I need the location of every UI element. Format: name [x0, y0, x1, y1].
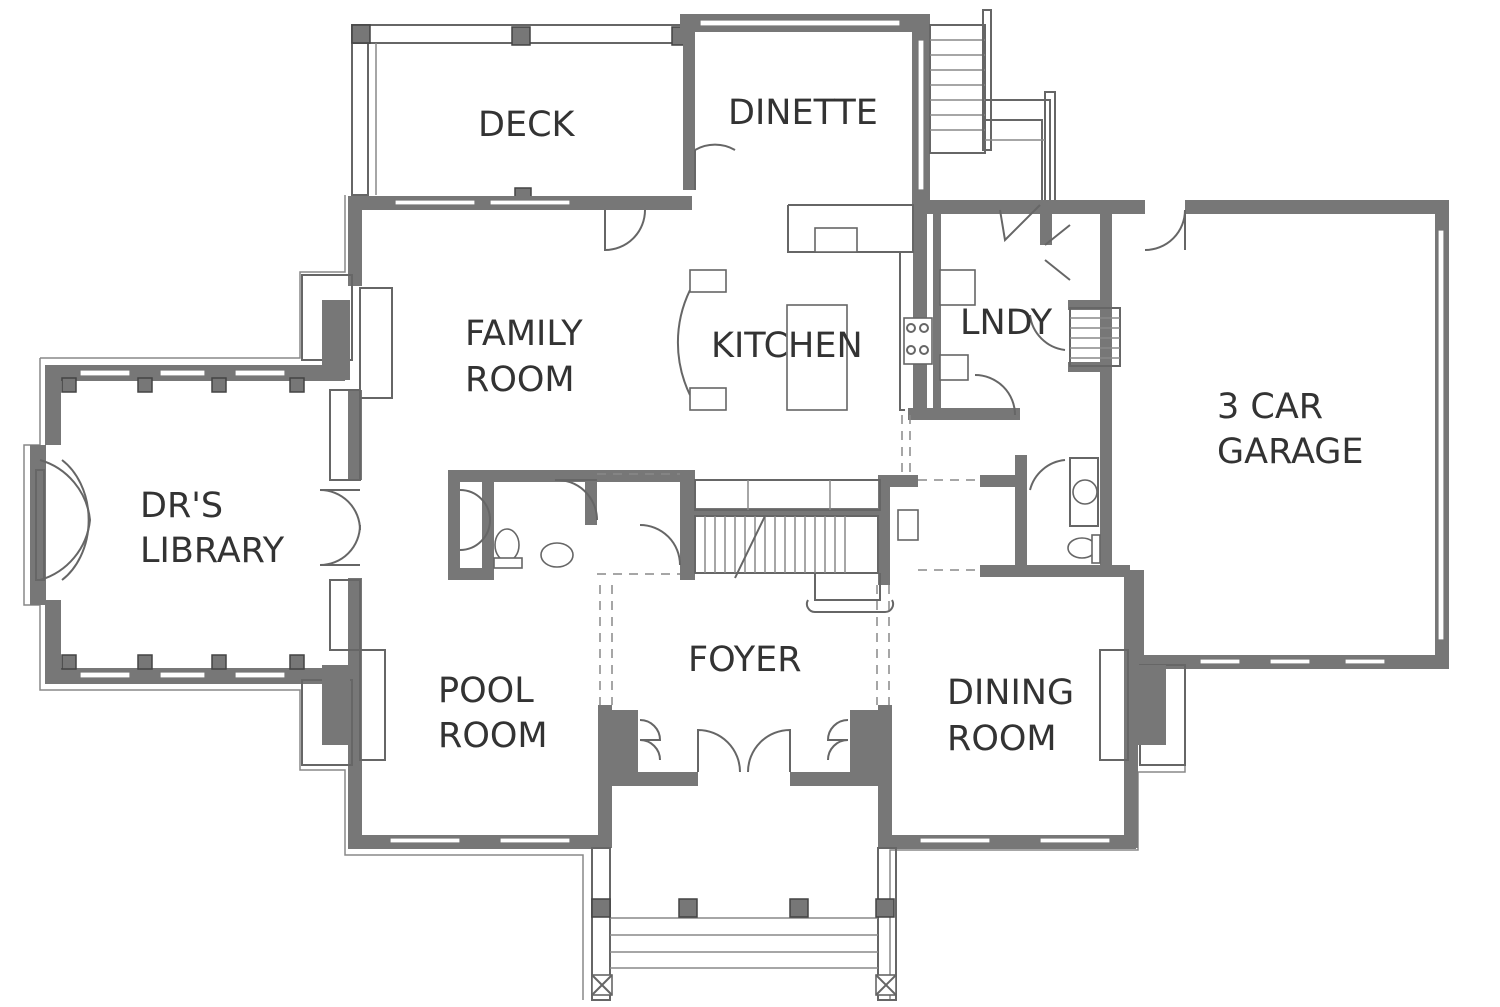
sink	[1072, 479, 1098, 505]
porch-post	[591, 898, 611, 918]
kitchen-fixtures	[676, 204, 976, 411]
main-staircase	[694, 479, 919, 614]
room-label-foyer: FOYER	[688, 640, 802, 680]
deck-post	[511, 26, 531, 46]
room-label-dining-line2: ROOM	[947, 719, 1057, 759]
deck-post	[351, 24, 371, 44]
main-walls	[348, 196, 1449, 849]
dashed-openings	[597, 415, 980, 705]
bath-fixtures	[459, 457, 1101, 569]
porch-post	[789, 898, 809, 918]
library-area	[30, 365, 361, 684]
porch-post	[875, 898, 895, 918]
room-label-dining-line1: DINING	[947, 673, 1074, 713]
laundry-stair	[1069, 307, 1121, 367]
sink	[540, 542, 574, 568]
bay-dining	[1099, 649, 1186, 766]
room-label-garage-line1: 3 CAR	[1217, 387, 1323, 427]
room-label-library-line2: LIBRARY	[140, 531, 285, 571]
room-label-family-line1: FAMILY	[465, 314, 583, 354]
stair-treads	[704, 516, 846, 573]
room-labels: DECK DINETTE FAMILY ROOM KITCHEN LNDY 3 …	[140, 93, 1364, 759]
room-label-pool-line1: POOL	[438, 671, 534, 711]
room-label-garage-line2: GARAGE	[1217, 432, 1364, 472]
room-label-family-line2: ROOM	[465, 360, 575, 400]
room-label-library-line1: DR'S	[140, 486, 223, 526]
room-label-dinette: DINETTE	[728, 93, 878, 133]
room-label-kitchen: KITCHEN	[711, 326, 863, 366]
fireplace-upper	[301, 274, 393, 399]
toilet	[494, 528, 520, 562]
room-label-pool-line2: ROOM	[438, 716, 548, 756]
front-porch	[591, 847, 897, 1001]
dinette-area	[680, 9, 1056, 204]
room-label-laundry: LNDY	[960, 303, 1053, 343]
kitchen-sink	[814, 227, 858, 253]
room-label-deck: DECK	[478, 105, 576, 145]
fireplace-lower	[301, 649, 386, 766]
deck-stair-treads	[930, 39, 985, 131]
porch-post	[678, 898, 698, 918]
